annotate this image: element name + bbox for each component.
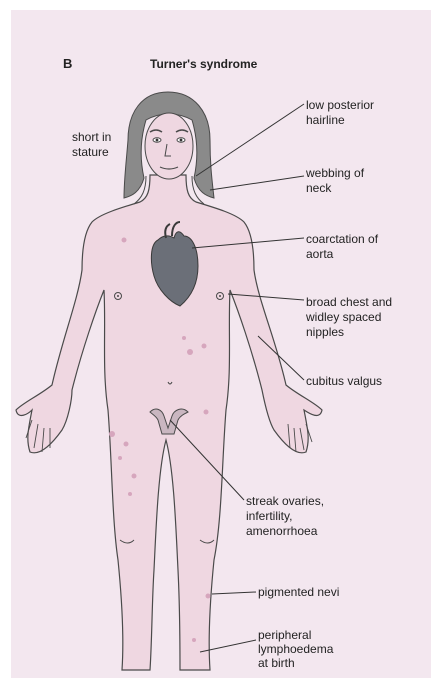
label-line: infertility, — [246, 509, 324, 524]
label-cubitus-valgus: cubitus valgus — [306, 374, 382, 389]
label-line: coarctation of — [306, 232, 378, 247]
label-low-hairline: low posterior hairline — [306, 98, 374, 128]
label-line: amenorrhoea — [246, 524, 324, 539]
panel-letter: B — [63, 56, 72, 71]
label-line: neck — [306, 181, 364, 196]
label-short-stature: short in stature — [72, 130, 111, 160]
label-line: low posterior — [306, 98, 374, 113]
label-line: aorta — [306, 247, 378, 262]
label-coarctation: coarctation of aorta — [306, 232, 378, 262]
label-line: broad chest and — [306, 295, 392, 310]
label-line: webbing of — [306, 166, 364, 181]
label-line: stature — [72, 145, 111, 160]
label-line: pigmented nevi — [258, 585, 339, 600]
label-line: cubitus valgus — [306, 374, 382, 389]
label-line: at birth — [258, 656, 333, 670]
label-line: peripheral — [258, 628, 333, 642]
label-streak-ovaries: streak ovaries, infertility, amenorrhoea — [246, 494, 324, 539]
label-line: widley spaced — [306, 310, 392, 325]
label-line: hairline — [306, 113, 374, 128]
label-pigmented-nevi: pigmented nevi — [258, 585, 339, 600]
label-lymphoedema: peripheral lymphoedema at birth — [258, 628, 333, 670]
label-line: streak ovaries, — [246, 494, 324, 509]
label-line: lymphoedema — [258, 642, 333, 656]
label-line: nipples — [306, 325, 392, 340]
label-webbing-neck: webbing of neck — [306, 166, 364, 196]
figure-title: Turner's syndrome — [150, 57, 257, 71]
label-broad-chest: broad chest and widley spaced nipples — [306, 295, 392, 340]
label-line: short in — [72, 130, 111, 145]
